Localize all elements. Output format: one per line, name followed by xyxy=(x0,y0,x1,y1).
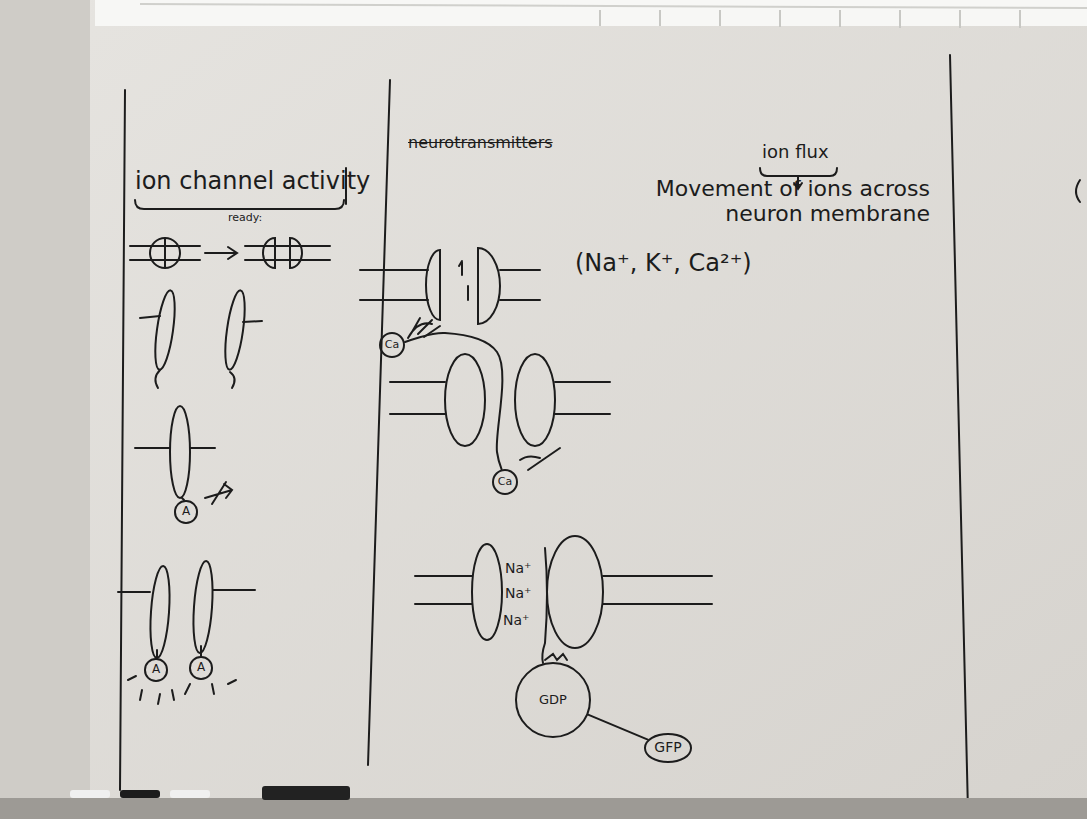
marker-tray xyxy=(0,786,1087,819)
board-dividers xyxy=(120,55,1080,812)
node-label: Ca xyxy=(385,339,399,351)
blocked-arrow xyxy=(205,482,232,504)
channel-subunit xyxy=(191,560,215,653)
definition: Movement of ions across neuron membrane xyxy=(585,176,930,227)
divider-line xyxy=(368,80,390,765)
connector-line xyxy=(405,333,502,469)
tray xyxy=(0,798,1087,819)
membrane xyxy=(118,590,255,592)
ion-label: Na⁺ xyxy=(503,612,529,628)
bracket xyxy=(135,200,344,209)
membrane xyxy=(140,316,262,322)
bracket xyxy=(760,168,837,176)
light-edge xyxy=(140,4,1087,8)
note: ready: xyxy=(228,212,262,225)
struck-heading: neurotransmitters xyxy=(408,134,553,152)
ion-arrow xyxy=(459,261,468,300)
channel-subunit xyxy=(222,289,249,370)
membrane xyxy=(130,246,330,260)
membrane xyxy=(135,447,215,449)
ion-flux-sketches xyxy=(360,168,837,663)
ligand-circle: A xyxy=(189,656,213,680)
channel-subunit xyxy=(515,354,555,446)
ligand-circle: A xyxy=(144,658,168,682)
channel-tail xyxy=(155,370,234,388)
tether xyxy=(157,646,201,658)
ion-label: Na⁺ xyxy=(505,585,531,601)
column-heading: ion channel activity xyxy=(135,168,370,196)
node-label: GFP xyxy=(654,740,681,755)
light-louvres xyxy=(600,10,1020,28)
marker xyxy=(170,790,210,798)
channel-subunit xyxy=(170,406,190,498)
node-label: A xyxy=(197,661,205,674)
open-channel xyxy=(263,238,302,268)
node-label: GDP xyxy=(539,693,567,707)
membrane xyxy=(390,382,610,414)
ion-circle: Ca xyxy=(492,469,519,496)
divider-line xyxy=(120,90,125,790)
channel-subunit xyxy=(148,565,172,658)
wall xyxy=(0,0,90,819)
light-fixture xyxy=(95,0,1087,26)
divider-line xyxy=(950,55,968,812)
ion-circle: Ca xyxy=(379,332,406,359)
protein-circle: GDP xyxy=(515,662,591,738)
channel-subunit xyxy=(152,289,179,370)
ligand-squiggle xyxy=(520,448,560,470)
ligand-circle: A xyxy=(174,500,198,524)
eraser xyxy=(262,786,350,800)
binding-site xyxy=(545,654,567,660)
arrow xyxy=(205,247,237,259)
channel-subunit xyxy=(445,354,485,446)
connector-line xyxy=(588,715,648,740)
ceiling-light xyxy=(95,0,1087,28)
node-label: Ca xyxy=(498,476,512,488)
ion-channel-sketches xyxy=(118,168,346,704)
marker xyxy=(70,790,110,798)
channel-half xyxy=(478,248,500,324)
membrane xyxy=(415,576,712,604)
closed-channel xyxy=(164,238,166,268)
marker xyxy=(120,790,160,798)
node-label: A xyxy=(152,663,160,676)
channel-subunit xyxy=(547,536,603,648)
ion-list: (Na⁺, K⁺, Ca²⁺) xyxy=(575,250,752,278)
gfp-oval: GFP xyxy=(644,733,693,763)
membrane xyxy=(360,270,540,300)
partial-bracket xyxy=(1076,180,1080,202)
channel-half xyxy=(426,250,440,320)
column-heading: ion flux xyxy=(762,142,829,163)
channel-subunit xyxy=(472,544,502,640)
signal-dashes xyxy=(128,676,236,704)
node-label: A xyxy=(182,505,190,518)
ligand-squiggle xyxy=(408,318,440,338)
closed-channel xyxy=(150,238,180,268)
ion-path xyxy=(542,548,547,663)
ion-label: Na⁺ xyxy=(505,560,531,576)
